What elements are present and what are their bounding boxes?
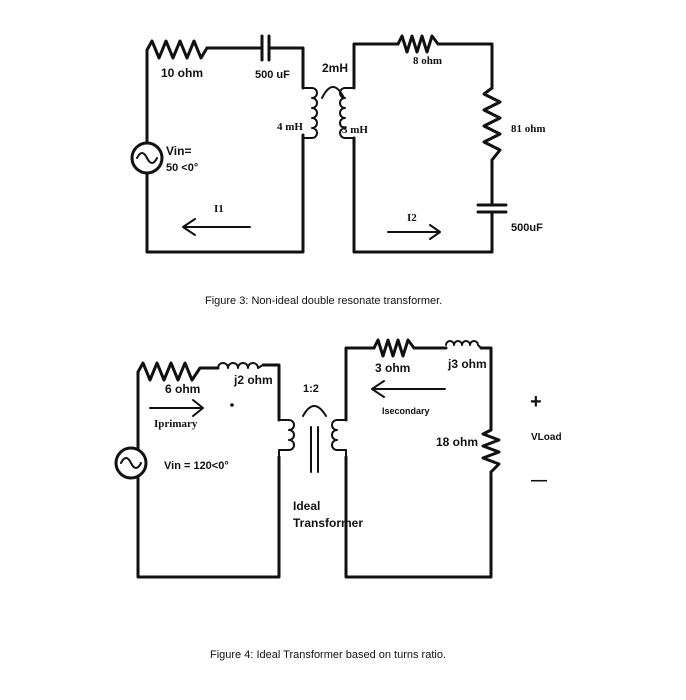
fig3-label-vin: Vin= [166,144,191,158]
fig4-secondary-top-right [479,346,493,432]
fig4-resistor-3ohm [372,338,416,358]
fig3-label-3mh: 3 mH [342,124,368,136]
fig3-primary-top-right [267,46,305,90]
fig4-label-plus: + [530,391,542,413]
fig4-primary-left-lower [136,455,281,579]
fig3-secondary-top-wire [352,42,400,90]
fig4-inductor-j3ohm [445,340,482,349]
fig4-ac-source-wave [120,457,142,469]
fig4-i-secondary-arrow [371,380,446,398]
fig4-label-i-secondary: Isecondary [382,406,430,416]
fig4-resistor-6ohm [136,361,220,382]
fig3-label-8ohm: 8 ohm [413,55,442,67]
fig3-ac-source-wave [136,152,158,164]
figure-3-circuit [130,34,508,254]
fig3-label-500uf: 500 uF [255,69,290,81]
fig4-secondary-left-wire [344,346,376,422]
fig3-resistor-81ohm [482,86,502,162]
fig3-ac-source [130,141,164,175]
fig3-label-i2: I2 [407,212,417,224]
fig3-label-4mh: 4 mH [277,121,303,133]
fig3-resistor-8ohm [396,34,440,54]
fig4-label-transformer: Transformer [293,516,363,530]
fig3-resistor-10ohm [145,39,209,60]
fig4-secondary-coil [331,419,347,458]
fig4-label-6ohm: 6 ohm [165,382,200,396]
fig4-label-ratio: 1:2 [303,383,319,395]
fig3-secondary-left-wire [352,136,494,254]
fig4-label-vload: VLoad [531,432,562,443]
fig3-label-vin-value: 50 <0° [166,162,198,174]
fig3-label-10ohm: 10 ohm [161,66,203,80]
fig4-label-i-primary: Iprimary [154,418,198,430]
fig4-label-18ohm: 18 ohm [436,435,478,449]
fig3-i1-arrow [182,218,251,236]
fig4-label-minus: — [531,472,547,489]
fig3-i2-arrow [387,224,441,240]
fig3-primary-coil [302,87,318,139]
fig3-caption: Figure 3: Non-ideal double resonate tran… [205,295,442,307]
fig3-label-i1: I1 [214,203,224,215]
fig4-ac-source [114,446,148,480]
fig4-label-j3ohm: j3 ohm [447,357,487,371]
fig3-secondary-top-right [436,42,494,90]
fig4-caption: Figure 4: Ideal Transformer based on tur… [210,649,446,661]
fig4-inductor-j2ohm [217,362,264,369]
fig4-label-vin: Vin = 120<0° [164,460,229,472]
fig4-coupling-arc [302,405,327,417]
fig4-i-primary-arrow [149,399,204,417]
fig3-primary-left-lower-wire [145,133,305,254]
fig3-label-500uf-secondary: 500uF [511,222,543,234]
fig3-capacitor-500uf [260,34,271,62]
fig4-polarity-dot [230,403,234,407]
fig4-secondary-left-lower [344,455,493,579]
fig4-primary-top-right [261,363,281,422]
fig3-label-2mh: 2mH [322,61,348,75]
fig4-resistor-18ohm [481,428,501,474]
fig3-label-81ohm: 81 ohm [511,123,546,135]
figure-4-circuit [114,338,501,579]
fig4-label-ideal: Ideal [293,499,320,513]
fig3-mutual-coupling-arc [321,86,345,99]
fig4-label-3ohm: 3 ohm [375,361,410,375]
fig4-primary-coil [278,419,295,458]
fig4-label-j2ohm: j2 ohm [233,373,273,387]
